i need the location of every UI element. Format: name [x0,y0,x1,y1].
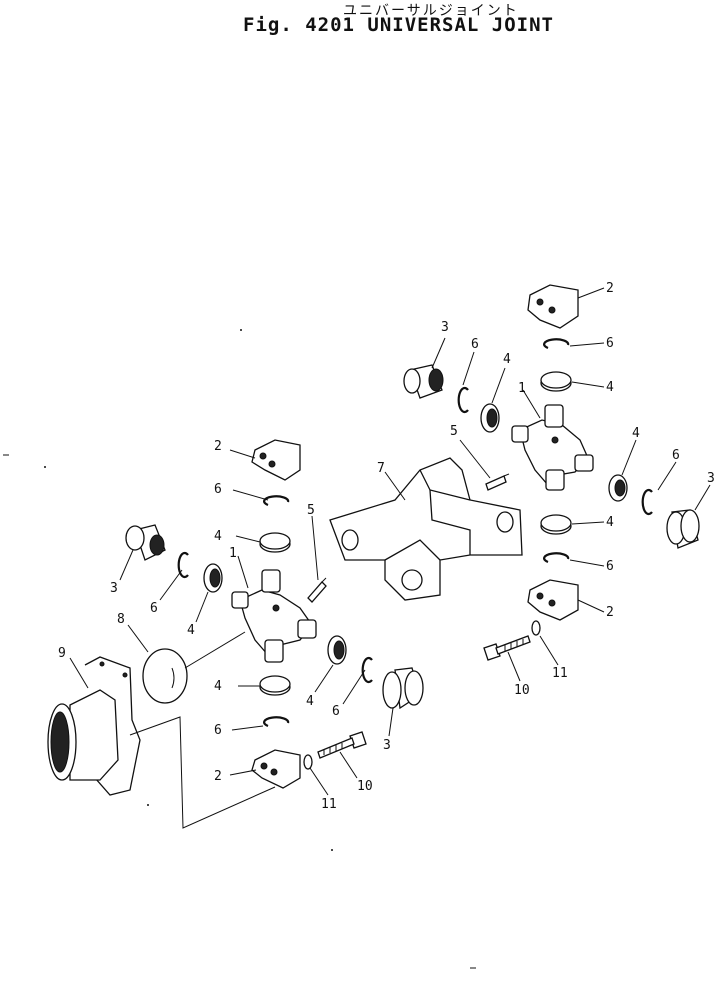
bolt-lower-part-10 [317,731,367,759]
callout-1-left: 1 [229,546,237,561]
callout-5-right: 5 [450,424,458,439]
flange-part-9 [47,656,141,796]
grease-fitting-left-part-5 [307,577,327,603]
callout-4-h: 4 [606,515,614,530]
callout-labels: 1 1 2 2 2 2 3 3 3 3 4 4 4 4 4 4 4 4 5 5 … [58,281,715,812]
callout-6-e: 6 [471,337,479,352]
bearing-cup-lower-left-part-3 [382,667,424,710]
snap-ring-group-part-6 [177,338,653,728]
callout-4-c: 4 [214,679,222,694]
washer-lower-part-11 [303,754,313,770]
callout-1-right: 1 [518,381,526,396]
callout-6-a: 6 [214,482,222,497]
bolt-upper-part-10 [483,635,531,661]
figure-title: Fig. 4201 UNIVERSAL JOINT [243,14,554,36]
seal-ring-group-part-4 [203,371,628,696]
callout-6-b: 6 [150,601,158,616]
figure-title-japanese: ユニバーサルジョイント [343,3,519,19]
bearing-cup-lower-right-part-3 [666,509,700,549]
callout-2-lower-right: 2 [606,605,614,620]
spider-left-part-1 [231,569,317,663]
callout-6-d: 6 [332,704,340,719]
callout-10-lower: 10 [357,779,373,794]
callout-3-lower-left: 3 [383,738,391,753]
bearing-cap-lower-right-part-2 [527,579,579,621]
callout-6-g: 6 [672,448,680,463]
bearing-cap-upper-left-part-2 [251,439,301,481]
bearing-cup-upper-right-part-3 [403,364,444,399]
callout-4-e: 4 [503,352,511,367]
callout-5-left: 5 [307,503,315,518]
bearing-cap-lower-left-part-2 [251,749,301,789]
yoke-part-7 [329,457,523,601]
seal-disk-part-8 [142,648,188,704]
leader-lines [69,287,711,796]
callout-6-h: 6 [606,559,614,574]
callout-3-lower-right: 3 [707,471,715,486]
callout-4-f: 4 [606,380,614,395]
bearing-cup-upper-left-part-3 [125,524,166,561]
callout-3-upper-left: 3 [110,581,118,596]
callout-11-upper: 11 [552,666,568,681]
callout-4-d: 4 [306,694,314,709]
callout-2-upper-right: 2 [606,281,614,296]
callout-2-lower-left: 2 [214,769,222,784]
callout-11-lower: 11 [321,797,337,812]
callout-6-f: 6 [606,336,614,351]
grease-fitting-right-part-5 [485,473,510,491]
bearing-cap-upper-right-part-2 [527,284,579,329]
spider-right-part-1 [511,404,594,491]
washer-upper-part-11 [531,620,541,636]
callout-4-g: 4 [632,426,640,441]
callout-3-upper-right: 3 [441,320,449,335]
callout-7: 7 [377,461,385,476]
callout-9: 9 [58,646,66,661]
callout-4-b: 4 [187,623,195,638]
callout-4-a: 4 [214,529,222,544]
callout-8: 8 [117,612,125,627]
callout-6-c: 6 [214,723,222,738]
assembly-lines [3,329,476,969]
callout-2-upper-left: 2 [214,439,222,454]
callout-10-upper: 10 [514,683,530,698]
